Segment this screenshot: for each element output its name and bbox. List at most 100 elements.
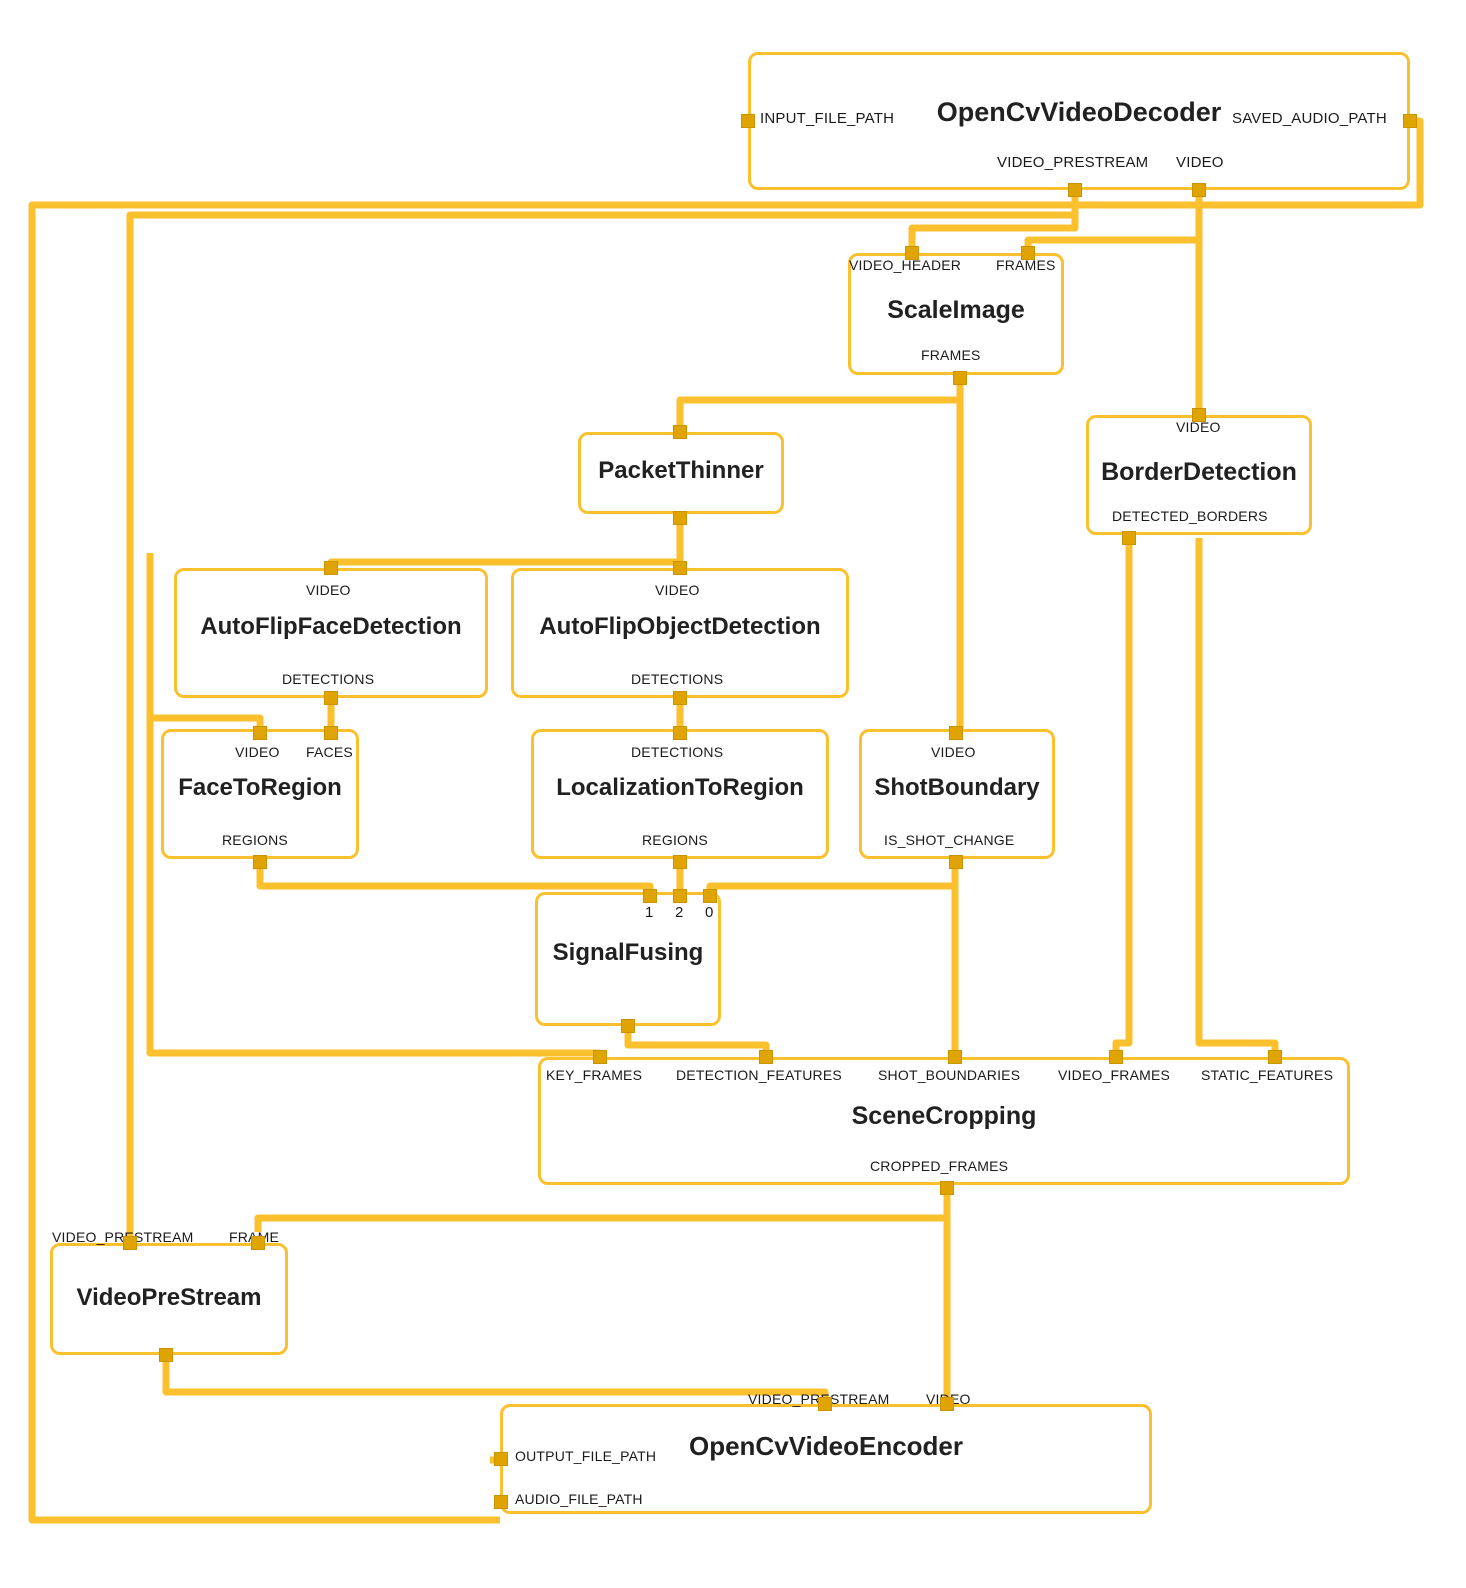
port-static-features[interactable] <box>1268 1050 1282 1064</box>
port-sb-video[interactable] <box>949 726 963 740</box>
port-video-frames[interactable] <box>1109 1050 1123 1064</box>
node-title: VideoPreStream <box>76 1284 262 1311</box>
port-frames-out[interactable] <box>953 371 967 385</box>
port-label-is-shot-change: IS_SHOT_CHANGE <box>884 832 1015 848</box>
port-label-ftr-faces: FACES <box>306 744 353 760</box>
node-title: OpenCvVideoEncoder <box>688 1431 964 1461</box>
port-audio-file-path[interactable] <box>494 1495 508 1509</box>
port-label-ltr-detections: DETECTIONS <box>631 744 724 760</box>
port-ftr-regions[interactable] <box>253 855 267 869</box>
port-packetthinner-out[interactable] <box>673 511 687 525</box>
port-ftr-faces[interactable] <box>324 726 338 740</box>
port-cropped-frames[interactable] <box>940 1181 954 1195</box>
node-title: AutoFlipFaceDetection <box>200 613 462 640</box>
edge-croppedframes-to-frame <box>254 1185 951 1232</box>
node-scaleimage[interactable]: ScaleImage <box>848 253 1064 375</box>
port-detected-borders[interactable] <box>1122 531 1136 545</box>
port-afod-video[interactable] <box>673 561 687 575</box>
port-vps-out[interactable] <box>159 1348 173 1362</box>
port-enc-prestream[interactable] <box>818 1397 832 1411</box>
edge-signalfusing-to-detectionfeatures <box>624 1026 770 1053</box>
port-sf-2[interactable] <box>673 889 687 903</box>
edge-detectedborders-to-staticfeatures <box>1112 538 1133 1053</box>
port-affd-detections[interactable] <box>324 691 338 705</box>
node-shotboundary[interactable]: ShotBoundary <box>859 729 1055 859</box>
node-opencvvideoencoder[interactable]: OpenCvVideoEncoder <box>500 1404 1152 1514</box>
port-vps-prestream[interactable] <box>123 1236 137 1250</box>
node-autoflipfacedetection[interactable]: AutoFlipFaceDetection <box>174 568 488 698</box>
port-label-shot-boundaries: SHOT_BOUNDARIES <box>878 1067 1021 1083</box>
port-shot-boundaries[interactable] <box>948 1050 962 1064</box>
edge-decodervideo-to-videoframes <box>1195 538 1279 1053</box>
port-label-sf-1: 1 <box>645 904 654 921</box>
node-borderdetection[interactable]: BorderDetection <box>1086 415 1312 535</box>
node-packetthinner[interactable]: PacketThinner <box>578 432 784 514</box>
port-label-video-header: VIDEO_HEADER <box>849 257 962 273</box>
port-detection-features[interactable] <box>759 1050 773 1064</box>
port-packetthinner-in[interactable] <box>673 425 687 439</box>
port-input-file-path[interactable] <box>741 114 755 128</box>
node-scenecropping[interactable]: SceneCropping <box>538 1057 1350 1185</box>
port-label-bd-video: VIDEO <box>1176 419 1221 435</box>
node-title: ScaleImage <box>887 296 1025 324</box>
port-label-video-dec: VIDEO <box>1176 154 1224 171</box>
port-label-video-prestream-dec: VIDEO_PRESTREAM <box>997 154 1149 171</box>
port-label-detected-borders: DETECTED_BORDERS <box>1112 508 1268 524</box>
node-title: PacketThinner <box>598 457 764 484</box>
port-sf-0[interactable] <box>703 889 717 903</box>
port-video-prestream-dec[interactable] <box>1068 183 1082 197</box>
port-vps-frame[interactable] <box>251 1236 265 1250</box>
edge-video-to-scaleimage-frames <box>1024 190 1203 248</box>
port-label-cropped-frames: CROPPED_FRAMES <box>870 1158 1009 1174</box>
port-ftr-video[interactable] <box>253 726 267 740</box>
port-sf-out[interactable] <box>621 1019 635 1033</box>
node-title: SignalFusing <box>552 939 704 966</box>
edge-videoprestream-out-to-encoder <box>162 1352 829 1400</box>
port-label-audio-file-path: AUDIO_FILE_PATH <box>515 1491 643 1507</box>
port-saved-audio-path[interactable] <box>1403 114 1417 128</box>
port-label-detection-features: DETECTION_FEATURES <box>676 1067 842 1083</box>
port-video-dec[interactable] <box>1192 183 1206 197</box>
port-label-ftr-video: VIDEO <box>235 744 280 760</box>
node-signalfusing[interactable]: SignalFusing <box>535 892 721 1026</box>
node-autoflipobjectdetection[interactable]: AutoFlipObjectDetection <box>511 568 849 698</box>
node-title: ShotBoundary <box>874 774 1040 801</box>
edge-prestream-to-videoprestream <box>126 190 1079 1240</box>
edge-packetthinner-to-facedetection <box>327 518 684 572</box>
node-facetoregion[interactable]: FaceToRegion <box>161 729 359 859</box>
port-affd-video[interactable] <box>324 561 338 575</box>
port-ltr-detections[interactable] <box>673 726 687 740</box>
port-label-key-frames: KEY_FRAMES <box>546 1067 643 1083</box>
node-title: OpenCvVideoDecoder <box>936 97 1222 127</box>
port-afod-detections[interactable] <box>673 691 687 705</box>
port-ltr-regions[interactable] <box>673 855 687 869</box>
port-label-frames-in: FRAMES <box>996 257 1056 273</box>
port-bd-video[interactable] <box>1192 408 1206 422</box>
port-label-sb-video: VIDEO <box>931 744 976 760</box>
edge-scaleimage-to-packetthinner <box>676 378 964 428</box>
port-label-affd-detections: DETECTIONS <box>282 671 375 687</box>
node-title: FaceToRegion <box>178 774 342 801</box>
node-title: LocalizationToRegion <box>556 774 804 801</box>
port-label-ftr-regions: REGIONS <box>222 832 288 848</box>
port-key-frames[interactable] <box>593 1050 607 1064</box>
port-label-vps-prestream: VIDEO_PRESTREAM <box>52 1229 193 1245</box>
port-is-shot-change[interactable] <box>949 855 963 869</box>
port-label-static-features: STATIC_FEATURES <box>1201 1067 1334 1083</box>
port-output-file-path[interactable] <box>494 1452 508 1466</box>
port-label-sf-0: 0 <box>705 904 714 921</box>
port-label-input-file-path: INPUT_FILE_PATH <box>760 110 895 127</box>
node-videoprestream[interactable]: VideoPreStream <box>50 1243 288 1355</box>
port-label-saved-audio-path: SAVED_AUDIO_PATH <box>1232 110 1387 127</box>
port-label-affd-video: VIDEO <box>306 582 351 598</box>
port-label-output-file-path: OUTPUT_FILE_PATH <box>515 1448 657 1464</box>
port-enc-video[interactable] <box>940 1397 954 1411</box>
port-label-ltr-regions: REGIONS <box>642 832 708 848</box>
port-label-afod-video: VIDEO <box>655 582 700 598</box>
port-label-sf-2: 2 <box>675 904 684 921</box>
port-frames-in[interactable] <box>1021 246 1035 260</box>
port-video-header[interactable] <box>905 246 919 260</box>
port-sf-1[interactable] <box>643 889 657 903</box>
edge-regions-to-signalfusing-1 <box>256 862 654 896</box>
